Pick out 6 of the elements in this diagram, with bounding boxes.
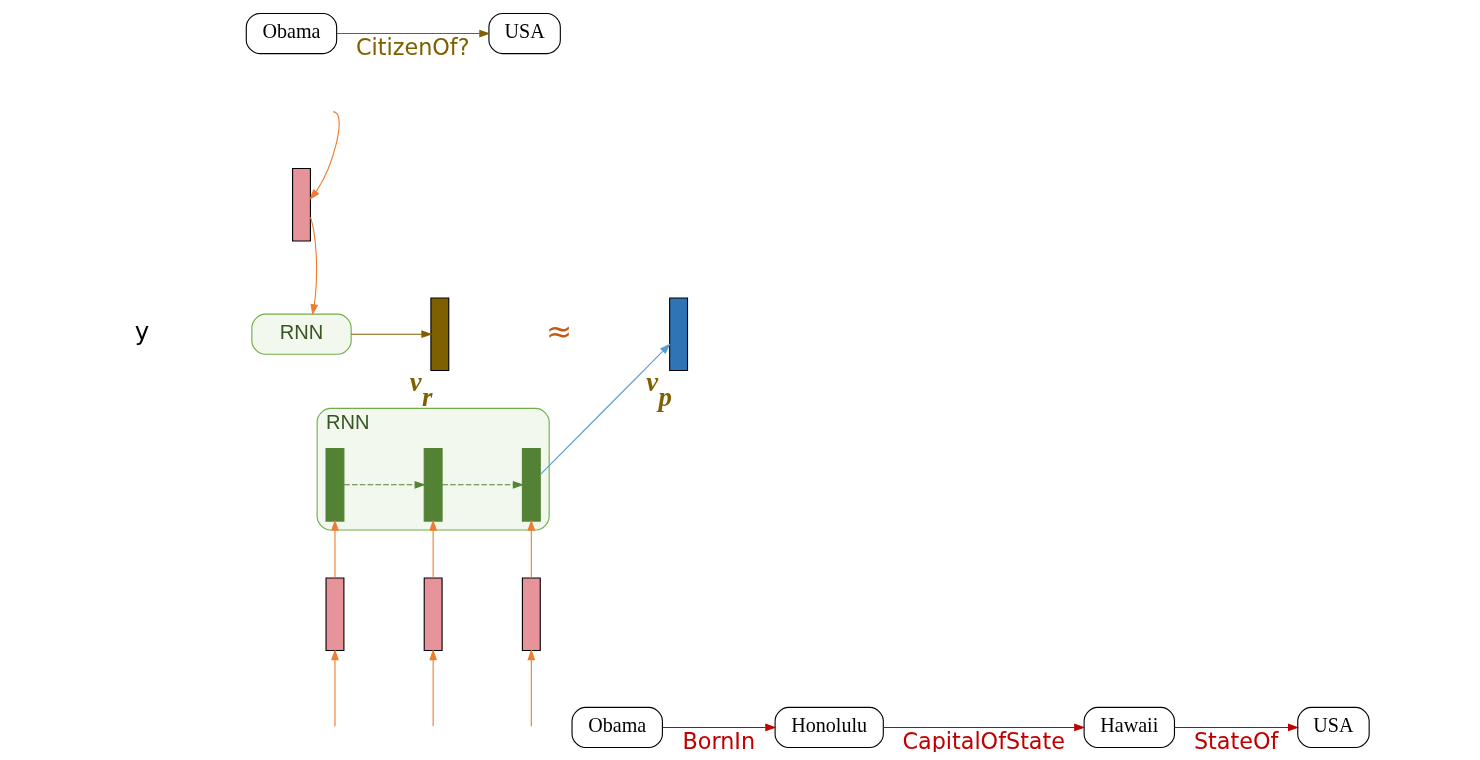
- edge-label: StateOf: [1193, 727, 1278, 754]
- label: y: [134, 316, 149, 346]
- label: ≈: [545, 312, 572, 349]
- edge-label: CapitalOfState: [901, 727, 1065, 754]
- edge-label: CitizenOf?: [355, 33, 470, 60]
- edge-label: BornIn: [681, 727, 755, 754]
